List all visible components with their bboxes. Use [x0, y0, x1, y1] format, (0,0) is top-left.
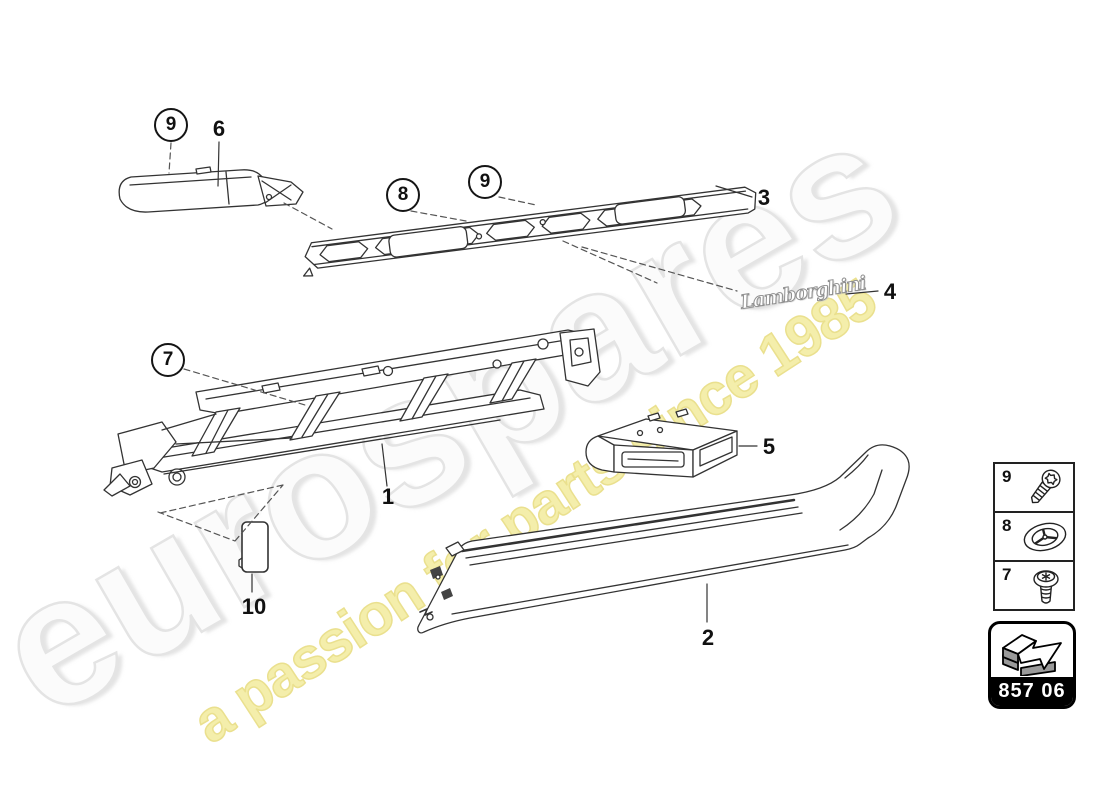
grommet-icon [1023, 522, 1067, 552]
fastener-legend: 9 8 7 [993, 462, 1075, 611]
callout-part-2[interactable]: 2 [701, 625, 715, 650]
part-6-drawing [118, 166, 304, 213]
part-3-drawing [302, 186, 757, 277]
callout-part-3[interactable]: 3 [757, 185, 771, 210]
legend-number: 9 [1002, 467, 1012, 486]
part-group-code: 857 06 [991, 677, 1073, 706]
callout-circled-7[interactable]: 7 [151, 343, 185, 377]
legend-number: 8 [1002, 516, 1012, 535]
legend-row-9[interactable]: 9 [995, 464, 1073, 513]
callout-circled-8[interactable]: 8 [386, 178, 420, 212]
part-10-drawing [238, 521, 269, 573]
part-2-drawing [417, 444, 910, 634]
callout-circled-9-top[interactable]: 9 [154, 108, 188, 142]
legend-row-8[interactable]: 8 [995, 513, 1073, 562]
callout-part-4[interactable]: 4 [883, 279, 897, 304]
long-screw-icon [1030, 469, 1061, 504]
label-leader-lines [217, 141, 879, 623]
callout-part-1[interactable]: 1 [381, 484, 395, 509]
part-group-arrow [991, 624, 1073, 677]
assembly-guide-lines [157, 142, 738, 542]
legend-number: 7 [1002, 565, 1012, 584]
short-screw-icon [1033, 570, 1059, 604]
part-1-drawing [103, 328, 601, 497]
callout-part-10[interactable]: 10 [241, 594, 267, 619]
part-group-box[interactable]: 857 06 [988, 621, 1076, 709]
section-arrow-icon [1002, 633, 1062, 676]
callout-circled-9-mid[interactable]: 9 [468, 165, 502, 199]
part-5-drawing [585, 408, 738, 478]
legend-row-7[interactable]: 7 [995, 562, 1073, 609]
callout-part-6[interactable]: 6 [212, 116, 226, 141]
callout-part-5[interactable]: 5 [762, 434, 776, 459]
